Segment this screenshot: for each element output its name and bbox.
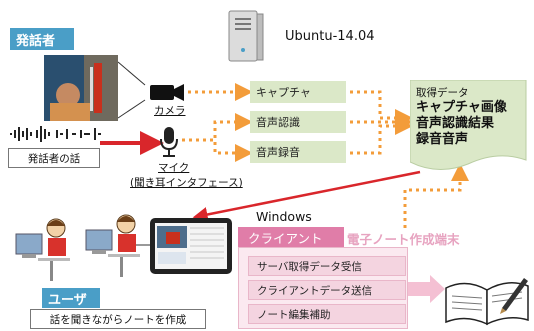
user-caption: 話を聞きながらノートを作成 <box>30 309 206 329</box>
process-recognition-label: 音声認識 <box>256 116 300 129</box>
speaker-tag-label: 発話者 <box>16 33 56 49</box>
camera-icon <box>150 84 184 101</box>
speaker-photo <box>44 55 118 121</box>
mic-to-recording-arrow <box>182 138 253 162</box>
tablet-icon <box>150 218 232 274</box>
mic-to-recognition-arrow <box>182 113 253 142</box>
camera-label: カメラ <box>154 105 186 117</box>
process-recording-label: 音声録音 <box>256 146 300 159</box>
function-label: ノート編集補助 <box>257 308 331 321</box>
function-row: サーバ取得データ受信 <box>248 256 406 276</box>
user-tag: ユーザ <box>42 288 100 308</box>
results-to-client-arrow <box>192 170 421 222</box>
recording-to-results-arrow <box>350 117 413 155</box>
user-figure-2 <box>85 214 140 277</box>
client-tag-label: クライアント <box>248 230 323 246</box>
speaker-tag: 発話者 <box>10 28 74 50</box>
client-os-label: Windows <box>256 209 312 224</box>
function-row: ノート編集補助 <box>248 304 406 324</box>
capture-to-results-arrow <box>350 90 413 127</box>
client-to-notebook-arrow <box>408 275 445 303</box>
user-caption-text: 話を聞きながらノートを作成 <box>49 313 187 326</box>
server-os-label: Ubuntu-14.04 <box>285 29 375 44</box>
result-item: 録音音声 <box>416 132 469 147</box>
result-item: キャプチャ画像 <box>416 100 507 115</box>
photo-camera-line <box>117 99 146 119</box>
user-tag-label: ユーザ <box>48 292 87 308</box>
process-recognition: 音声認識 <box>250 111 346 133</box>
speaker-speech-label: 発話者の話 <box>8 148 100 168</box>
results-document-shape <box>410 80 527 170</box>
function-label: クライアントデータ送信 <box>257 284 373 297</box>
speaker-speech-text: 発話者の話 <box>27 152 81 165</box>
process-recording: 音声録音 <box>250 141 346 163</box>
client-device-label: 電子ノート作成端末 <box>347 232 460 247</box>
mic-sublabel: (聞き耳インタフェース) <box>130 177 243 189</box>
process-capture: キャプチャ <box>250 81 346 103</box>
notebook-icon <box>445 278 529 326</box>
photo-camera-line <box>117 61 146 86</box>
process-capture-label: キャプチャ <box>256 86 311 99</box>
client-tag: クライアント <box>238 227 344 247</box>
voice-waveform <box>10 126 101 142</box>
microphone-icon <box>160 127 178 157</box>
result-item: 音声認識結果 <box>416 116 495 131</box>
mic-label: マイク <box>158 162 190 174</box>
results-list: キャプチャ画像 音声認識結果 録音音声 <box>416 100 507 148</box>
server-icon <box>228 10 264 62</box>
results-head: 取得データ <box>416 87 469 99</box>
function-label: サーバ取得データ受信 <box>257 260 362 273</box>
function-row: クライアントデータ送信 <box>248 280 406 300</box>
user-figure-1 <box>15 218 70 281</box>
users-illustration <box>15 214 140 281</box>
client-to-results-arrow <box>403 163 469 228</box>
